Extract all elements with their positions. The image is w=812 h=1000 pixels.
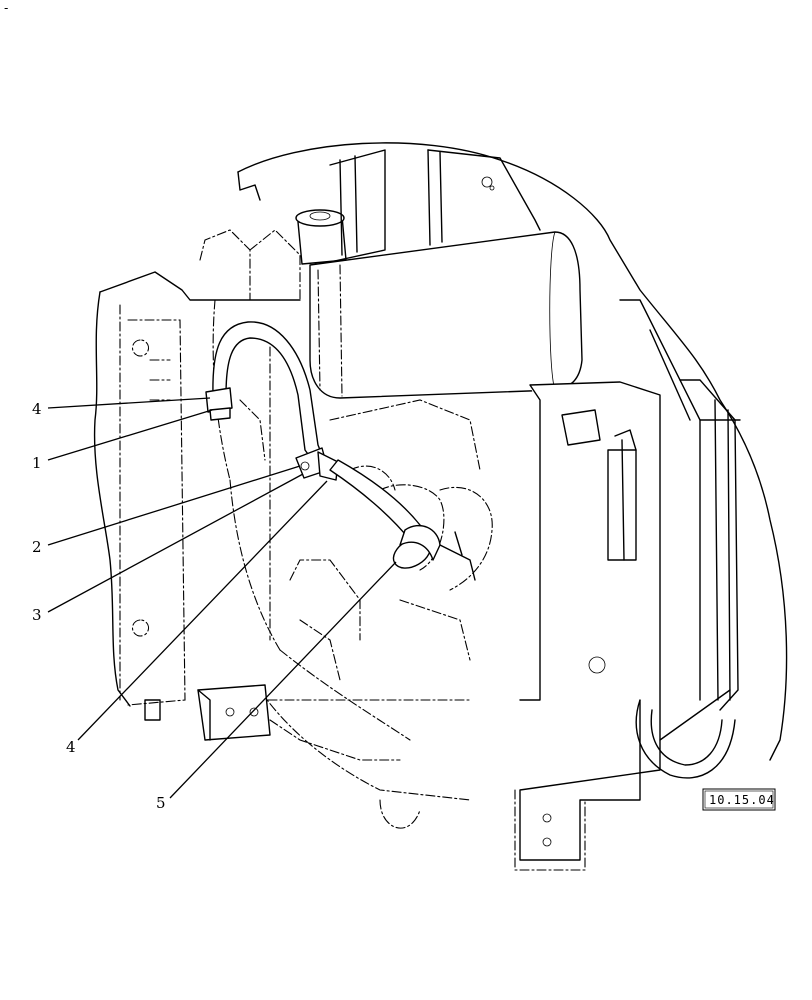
callout-4-lower: 4	[66, 738, 76, 756]
reference-code: 10.15.04	[709, 793, 775, 807]
leader-lines	[47, 397, 397, 799]
callout-3: 3	[32, 606, 42, 624]
leader-3	[47, 473, 304, 613]
callout-1: 1	[32, 454, 42, 472]
callout-2: 2	[32, 538, 42, 556]
leader-4-upper	[47, 397, 211, 409]
reference-code-box: 10.15.04	[702, 788, 776, 811]
callouts: 4 1 2 3 4 5	[32, 400, 166, 812]
callout-4-upper: 4	[32, 400, 42, 418]
callout-5: 5	[156, 794, 166, 812]
machine-outline	[93, 142, 788, 871]
leader-4-lower	[77, 480, 328, 741]
hose-assembly	[205, 321, 476, 581]
leader-1	[47, 409, 213, 461]
leader-5	[169, 561, 397, 799]
corner-mark: -	[4, 1, 8, 15]
leader-2	[47, 465, 301, 546]
